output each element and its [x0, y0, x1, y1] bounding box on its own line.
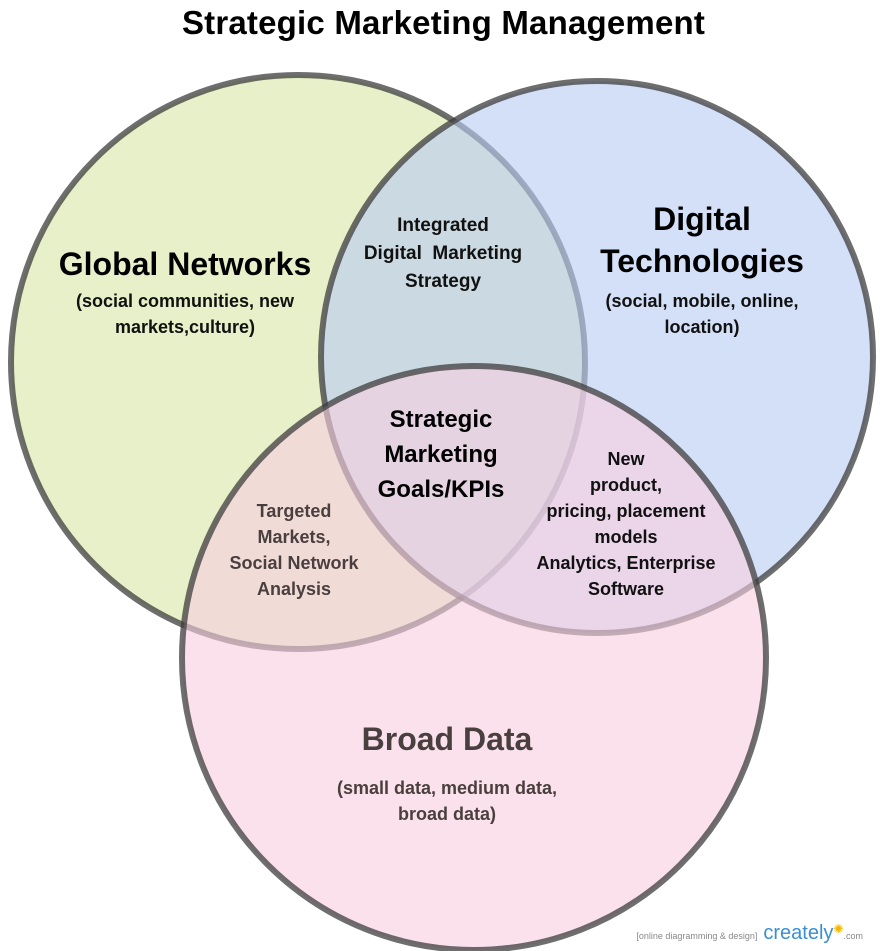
watermark-brand: creately: [763, 922, 834, 944]
global-networks-detail: (social communities, new markets,culture…: [20, 288, 350, 340]
broad-detail-line-2: broad data): [397, 804, 496, 824]
broad-detail-line-1: (small data, medium data,: [336, 778, 558, 798]
db-line-4: models: [594, 527, 658, 547]
intersection-all: Strategic Marketing Goals/KPIs: [341, 402, 541, 507]
gd-line-2: Digital Marketing: [363, 243, 523, 264]
center-line-3: Goals/KPIs: [377, 476, 505, 503]
digital-detail-line-1: (social, mobile, online,: [605, 291, 799, 311]
db-line-6: Software: [587, 579, 665, 599]
watermark-suffix: .com: [843, 931, 863, 941]
db-line-2: product,: [590, 475, 662, 495]
digital-title-line-1: Digital: [653, 201, 751, 237]
gb-line-1: Targeted: [256, 501, 332, 521]
intersection-digital-broad: New product, pricing, placement models A…: [516, 446, 736, 602]
gd-line-1: Integrated: [397, 215, 489, 236]
gd-line-3: Strategy: [404, 271, 482, 292]
sun-icon: ✺: [833, 922, 844, 936]
center-line-2: Marketing: [384, 441, 498, 468]
center-line-1: Strategic: [389, 406, 493, 433]
db-line-1: New: [607, 449, 645, 469]
watermark-text: [online diagramming & design]: [636, 931, 758, 941]
page-title: Strategic Marketing Management: [181, 4, 706, 41]
digital-technologies-detail: (social, mobile, online, location): [557, 288, 847, 340]
gb-line-2: Markets,: [257, 527, 331, 547]
global-networks-title: Global Networks: [58, 246, 312, 282]
intersection-global-broad: Targeted Markets, Social Network Analysi…: [204, 498, 384, 602]
intersection-global-digital: Integrated Digital Marketing Strategy: [343, 212, 543, 296]
digital-title-line-2: Technologies: [600, 243, 804, 279]
digital-technologies-title: Digital Technologies: [557, 198, 847, 282]
broad-data-title: Broad Data: [361, 721, 533, 757]
creately-watermark: [online diagramming & design] creately✺.c…: [636, 922, 863, 945]
gb-line-3: Social Network: [229, 553, 359, 573]
db-line-3: pricing, placement: [546, 501, 706, 521]
broad-data-detail: (small data, medium data, broad data): [287, 775, 607, 827]
db-line-5: Analytics, Enterprise: [536, 553, 716, 573]
gb-line-4: Analysis: [256, 579, 332, 599]
global-detail-line-2: markets,culture): [114, 317, 256, 337]
circle-broad-data: [179, 363, 769, 951]
global-detail-line-1: (social communities, new: [75, 291, 295, 311]
digital-detail-line-2: location): [664, 317, 740, 337]
